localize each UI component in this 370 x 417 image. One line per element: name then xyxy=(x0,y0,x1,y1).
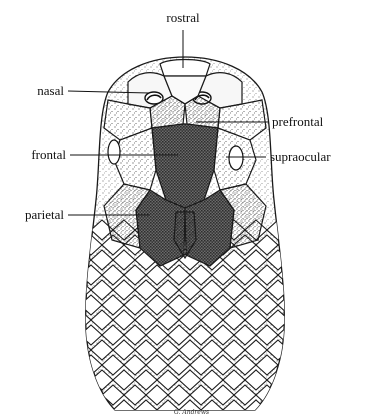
rostral-scale xyxy=(160,60,210,77)
label-parietal: parietal xyxy=(25,207,64,222)
label-rostral: rostral xyxy=(166,10,200,25)
dorsal-scale xyxy=(69,370,91,390)
dorsal-scale xyxy=(267,400,289,417)
eye-left xyxy=(108,140,120,164)
dorsal-scale xyxy=(278,355,300,375)
eye-right xyxy=(229,146,243,170)
label-frontal: frontal xyxy=(31,147,66,162)
dorsal-scale xyxy=(69,250,91,270)
label-prefrontal: prefrontal xyxy=(272,114,324,129)
dorsal-scale xyxy=(69,400,91,417)
dorsal-scale xyxy=(278,235,300,255)
label-supraocular: supraocular xyxy=(270,149,331,164)
dorsal-scale xyxy=(69,220,91,240)
label-nasal: nasal xyxy=(37,83,64,98)
dorsal-scale xyxy=(80,385,102,405)
artist-signature: G. Andrews xyxy=(174,409,209,416)
dorsal-scale xyxy=(278,385,300,405)
